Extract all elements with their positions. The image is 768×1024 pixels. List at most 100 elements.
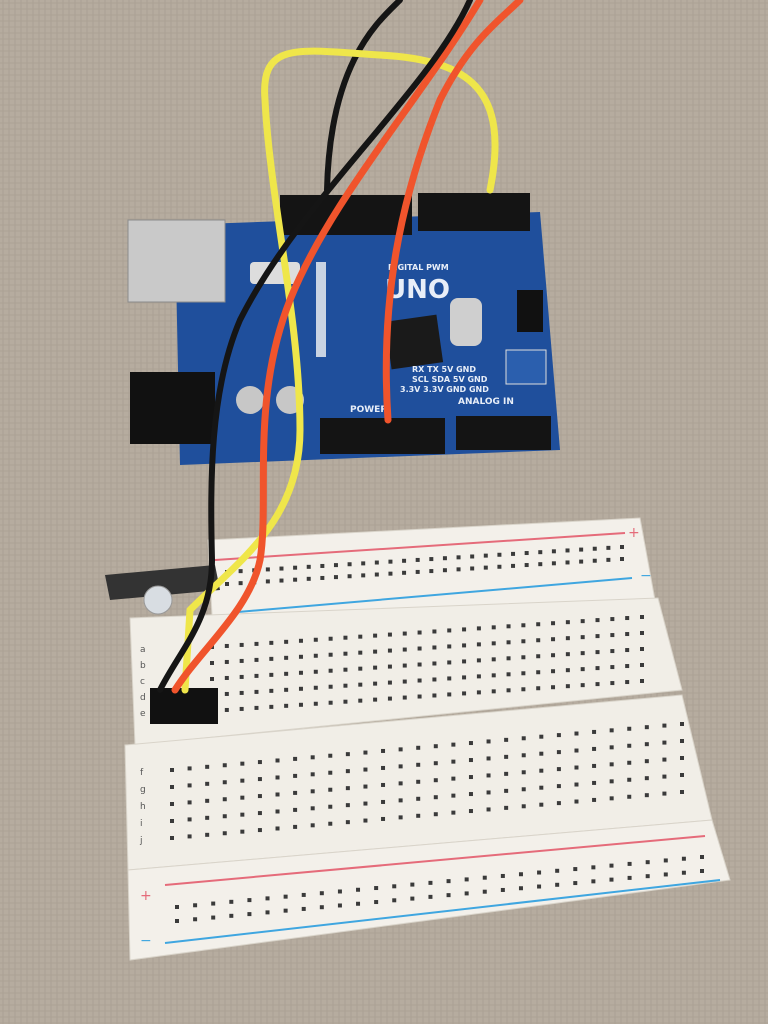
pin-pad-grid [505,349,547,385]
hole [240,795,245,800]
hole [410,896,415,901]
breadboard: + − + − a b c d e f g h i j [124,517,731,961]
hole [306,576,311,581]
hole [417,662,422,667]
hole [442,568,447,573]
hole [429,557,434,562]
red-rail-line-bottom [164,835,706,886]
hole [398,798,403,803]
hole [410,882,415,887]
hole [387,696,392,701]
hole [301,906,306,911]
hole [313,669,318,674]
hole [497,564,502,569]
hole [310,755,315,760]
hole [468,741,473,746]
hole [627,861,632,866]
hole [539,751,544,756]
hole [343,683,348,688]
hole [328,770,333,775]
hole [663,858,668,863]
hole [462,691,467,696]
hole [269,640,274,645]
hole [319,905,324,910]
hole [428,894,433,899]
hole [521,804,526,809]
hole [468,792,473,797]
hole [310,823,315,828]
hole [625,664,630,669]
hole [433,812,438,817]
hole [222,797,227,802]
analog-header [456,416,551,450]
hole [580,683,585,688]
hole [210,677,214,681]
hole [328,652,333,657]
hole [555,882,560,887]
hole [239,642,244,647]
hole [257,760,262,765]
hole [606,557,611,562]
hole [170,802,174,806]
hole [640,679,644,683]
hole [580,619,585,624]
hole [358,698,363,703]
hole [433,778,438,783]
hole [521,753,526,758]
hole [506,640,511,645]
hole [170,819,174,823]
hole [462,659,467,664]
hole [442,556,447,561]
hole [680,773,684,777]
hole [645,874,650,879]
hole [521,770,526,775]
hole [283,908,288,913]
hole [580,651,585,656]
hole [625,680,630,685]
hole [293,773,298,778]
hole [416,796,421,801]
red-wire-power [382,0,524,424]
hole [224,675,229,680]
hole [551,669,556,674]
hole [447,628,452,633]
hole [222,763,227,768]
hole [205,832,210,837]
hole [551,637,556,642]
hole [482,875,487,880]
hole [328,668,333,673]
hole [680,756,684,760]
hole [175,919,179,923]
digital-label: DIGITAL PWM [388,263,449,272]
hole [417,646,422,651]
hole [663,872,668,877]
jumper-connector [150,688,218,724]
hole [428,880,433,885]
hole [468,775,473,780]
hole [620,557,624,561]
icsp-header [517,290,543,332]
hole [451,742,456,747]
hole [574,765,579,770]
hole [417,678,422,683]
hole [609,762,614,767]
hole [610,617,615,622]
blue-rail-line-top [237,577,633,613]
hole [462,643,467,648]
hole [187,817,192,822]
hole [387,680,392,685]
hole [556,750,561,755]
hole [511,563,516,568]
hole [363,801,368,806]
hole [402,647,407,652]
hole [497,552,502,557]
hole [275,758,280,763]
hole [301,892,306,897]
crystal [450,298,482,346]
bottom-power-rail [127,819,731,961]
hole [539,768,544,773]
hole [574,731,579,736]
hole [574,782,579,787]
hole [645,860,650,865]
